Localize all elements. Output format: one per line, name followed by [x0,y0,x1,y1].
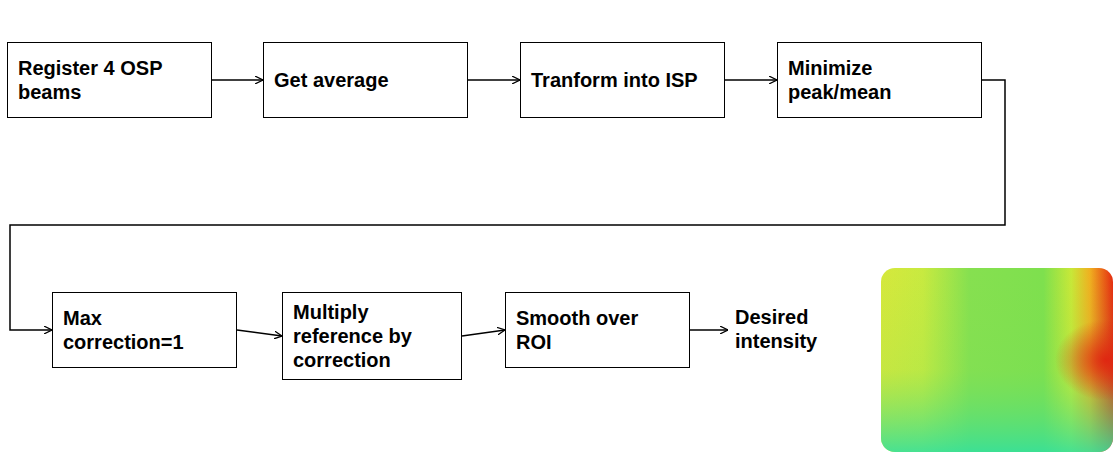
process-box: Register 4 OSP beams [7,42,212,118]
process-box: Minimize peak/mean [777,42,982,118]
process-box: Smooth over ROI [505,292,690,368]
process-box: Tranform into ISP [520,42,725,118]
box-text: Tranform into ISP [531,68,698,92]
box-text: Get average [274,68,389,92]
flow-arrow [725,79,777,81]
box-text: Minimize peak/mean [788,56,971,104]
box-text: Smooth over ROI [516,306,679,354]
box-text: Register 4 OSP beams [18,56,201,104]
flow-arrow [468,79,520,81]
box-text: Multiply reference by correction [293,300,451,372]
process-box: Max correction=1 [52,292,237,368]
intensity-map [881,268,1113,452]
flow-arrow [237,330,282,336]
process-box: Multiply reference by correction [282,292,462,380]
flow-arrow [462,330,505,336]
output-arrow [690,329,728,331]
process-box: Get average [263,42,468,118]
output-label: Desired intensity [735,305,855,353]
box-text: Max correction=1 [63,306,226,354]
flow-arrow [212,79,263,81]
